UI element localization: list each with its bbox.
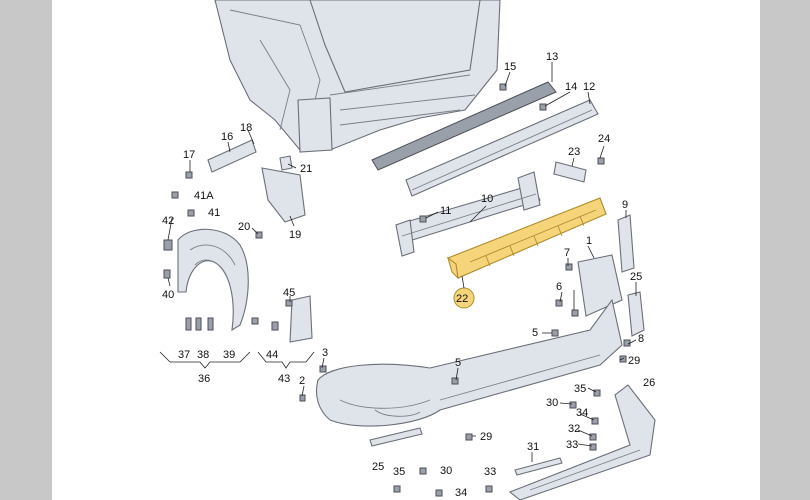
callout-13: 13: [546, 51, 558, 63]
callout-2: 2: [299, 375, 305, 387]
callout-6: 6: [556, 281, 562, 293]
callout-18: 18: [240, 122, 252, 134]
callout-19: 19: [289, 229, 301, 241]
callout-11: 11: [440, 205, 451, 217]
callout-8: 8: [638, 333, 644, 345]
callout-34-upper: 34: [576, 407, 588, 419]
callout-29-lower: 29: [480, 431, 492, 443]
callout-3: 3: [322, 347, 328, 359]
callout-44: 44: [266, 349, 278, 361]
callout-43: 43: [278, 373, 290, 385]
callout-5-upper: 5: [532, 327, 538, 339]
callout-17: 17: [183, 149, 195, 161]
callout-24: 24: [598, 133, 610, 145]
callout-30-upper: 30: [546, 397, 558, 409]
callout-38: 38: [197, 349, 209, 361]
callout-40: 40: [162, 289, 174, 301]
callout-32: 32: [568, 423, 580, 435]
callout-41: 41: [208, 207, 220, 219]
callout-9: 9: [622, 199, 628, 211]
callout-14: 14: [565, 81, 577, 93]
vehicle-rear-body: [214, 0, 501, 153]
callout-labels: 13 15 14 12 18 16 17 21 24 23 41A 41 42 …: [162, 51, 655, 499]
callout-39: 39: [223, 349, 235, 361]
callout-22: 22: [456, 293, 468, 305]
callout-29-upper: 29: [628, 355, 640, 367]
callout-33-lower: 33: [484, 466, 496, 478]
callout-21: 21: [300, 163, 312, 175]
callout-7: 7: [564, 247, 570, 259]
callout-10: 10: [481, 193, 493, 205]
bumper-carrier: [395, 171, 541, 257]
callout-1: 1: [586, 235, 592, 247]
bumper-cover: [315, 298, 623, 427]
wheel-housing-liner: [177, 228, 249, 332]
lower-trim-strips: [369, 427, 563, 476]
leader-lines: [167, 62, 637, 462]
callout-5-lower: 5: [455, 357, 461, 369]
callout-36: 36: [198, 373, 210, 385]
mud-flap: [289, 295, 313, 343]
callout-25-lower: 25: [372, 461, 384, 473]
callout-23: 23: [568, 146, 580, 158]
callout-26: 26: [643, 377, 655, 389]
callout-45: 45: [283, 287, 295, 299]
callout-37: 37: [178, 349, 190, 361]
side-guide-bracket: [261, 155, 306, 223]
fasteners: [163, 83, 631, 497]
callout-16: 16: [221, 131, 233, 143]
energy-absorber-highlighted: [447, 197, 607, 309]
group-braces: [159, 351, 315, 369]
callout-41A: 41A: [194, 190, 214, 202]
callout-35-upper: 35: [574, 383, 586, 395]
callout-25: 25: [630, 271, 642, 283]
callout-31: 31: [527, 441, 539, 453]
rear-panel-trim: [371, 81, 599, 197]
callout-30-lower: 30: [440, 465, 452, 477]
callout-33-right: 33: [566, 439, 578, 451]
callout-42: 42: [162, 215, 174, 227]
side-bracket: [207, 139, 257, 173]
callout-15: 15: [504, 61, 516, 73]
callout-12: 12: [583, 81, 595, 93]
callout-20: 20: [238, 221, 250, 233]
lower-valance: [508, 384, 656, 500]
callout-35-lower: 35: [393, 466, 405, 478]
callout-34-lower: 34: [455, 487, 467, 499]
